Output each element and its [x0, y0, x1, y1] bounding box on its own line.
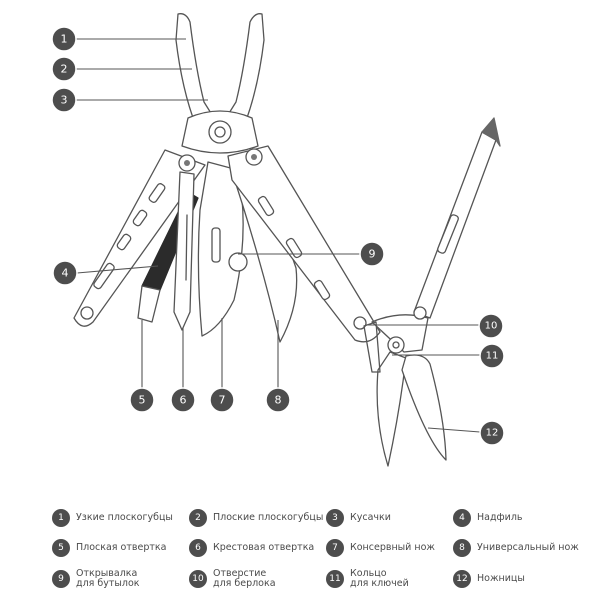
callout-badge-10 — [478, 313, 504, 339]
scissors-blade-right — [401, 354, 447, 461]
legend-number-badge: 6 — [189, 539, 207, 557]
callout-badge-3 — [51, 87, 77, 113]
legend-number-badge: 12 — [453, 570, 471, 588]
callout-badge-12 — [479, 420, 505, 446]
handle-cutout — [285, 237, 303, 259]
legend-item: 6 Крестовая отвертка — [189, 533, 326, 563]
legend-number-badge: 7 — [326, 539, 344, 557]
handle-cutout — [313, 279, 331, 301]
legend-label: Консервный нож — [350, 542, 435, 553]
legend-label: Крестовая отвертка — [213, 542, 315, 553]
callout-number: 11 — [486, 351, 499, 362]
callout-badge-8 — [265, 387, 291, 413]
legend-label: Кольцо для ключей — [350, 568, 409, 589]
handle-screw — [80, 306, 94, 320]
legend-item: 4 Надфиль — [453, 503, 593, 533]
legend-item: 2 Плоские плоскогубцы — [189, 503, 326, 533]
callout-badge-11 — [479, 343, 505, 369]
lanyard-hole — [353, 316, 367, 330]
legend-item: 10 Отверстие для берлока — [189, 563, 326, 595]
legend-number-badge: 11 — [326, 570, 344, 588]
can-opener — [197, 161, 244, 337]
callout-number: 10 — [485, 321, 498, 332]
scissors-body — [371, 314, 429, 353]
flat-screwdriver — [173, 171, 195, 331]
callout-number: 7 — [219, 394, 226, 407]
needle-nose-jaw-left — [175, 13, 215, 127]
legend-label: Узкие плоскогубцы — [76, 512, 173, 523]
legend-label: Открывалка для бутылок — [76, 568, 140, 589]
legend-item: 1 Узкие плоскогубцы — [52, 503, 189, 533]
legend-item: 9 Открывалка для бутылок — [52, 563, 189, 595]
legend-number-badge: 5 — [52, 539, 70, 557]
bottle-opener-hole — [228, 252, 248, 272]
legend-number-badge: 4 — [453, 509, 471, 527]
scissors-blade-left — [376, 351, 407, 467]
callout-badge-4 — [52, 260, 78, 286]
callout-number: 8 — [275, 394, 282, 407]
legend-label: Плоская отвертка — [76, 542, 167, 553]
leader-line-12 — [427, 427, 481, 433]
callout-badge-5 — [129, 387, 155, 413]
legend-item: 7 Консервный нож — [326, 533, 453, 563]
left-handle — [73, 149, 206, 327]
legend-number-badge: 10 — [189, 570, 207, 588]
legend-label: Плоские плоскогубцы — [213, 512, 324, 523]
legend-number-badge: 1 — [52, 509, 70, 527]
legend-number-badge: 2 — [189, 509, 207, 527]
legend-number-badge: 3 — [326, 509, 344, 527]
callout-number: 2 — [61, 63, 68, 76]
legend-label: Ножницы — [477, 573, 525, 584]
needle-nose-jaw-right — [225, 13, 265, 127]
callout-badge-1 — [51, 26, 77, 52]
legend-label: Универсальный нож — [477, 542, 579, 553]
callout-number: 9 — [369, 248, 376, 261]
legend-label: Надфиль — [477, 512, 523, 523]
legend-item: 5 Плоская отвертка — [52, 533, 189, 563]
callout-badge-6 — [170, 387, 196, 413]
callout-number: 12 — [486, 428, 499, 439]
callout-number: 1 — [61, 33, 68, 46]
right-handle — [227, 145, 381, 343]
callout-badge-9 — [359, 241, 385, 267]
leader-line-4 — [76, 265, 159, 274]
legend-item: 8 Универсальный нож — [453, 533, 593, 563]
handle-cutout — [148, 183, 166, 203]
handle-cutout — [257, 195, 275, 217]
callout-number: 4 — [62, 267, 69, 280]
callout-number: 5 — [139, 394, 146, 407]
legend-item: 11 Кольцо для ключей — [326, 563, 453, 595]
legend-number-badge: 8 — [453, 539, 471, 557]
callout-badge-7 — [209, 387, 235, 413]
legend-item: 12 Ножницы — [453, 563, 593, 595]
callout-number: 6 — [180, 394, 187, 407]
legend-label: Отверстие для берлока — [213, 568, 276, 589]
legend-item: 3 Кусачки — [326, 503, 453, 533]
multitool-diagram: 1 2 3 4 5 6 7 8 9 10 11 12 — [51, 13, 505, 467]
handle-cutout — [132, 209, 148, 227]
legend-number-badge: 9 — [52, 570, 70, 588]
legend-label: Кусачки — [350, 512, 391, 523]
callout-number: 3 — [61, 94, 68, 107]
callout-badge-2 — [51, 56, 77, 82]
handle-cutout — [116, 233, 132, 251]
